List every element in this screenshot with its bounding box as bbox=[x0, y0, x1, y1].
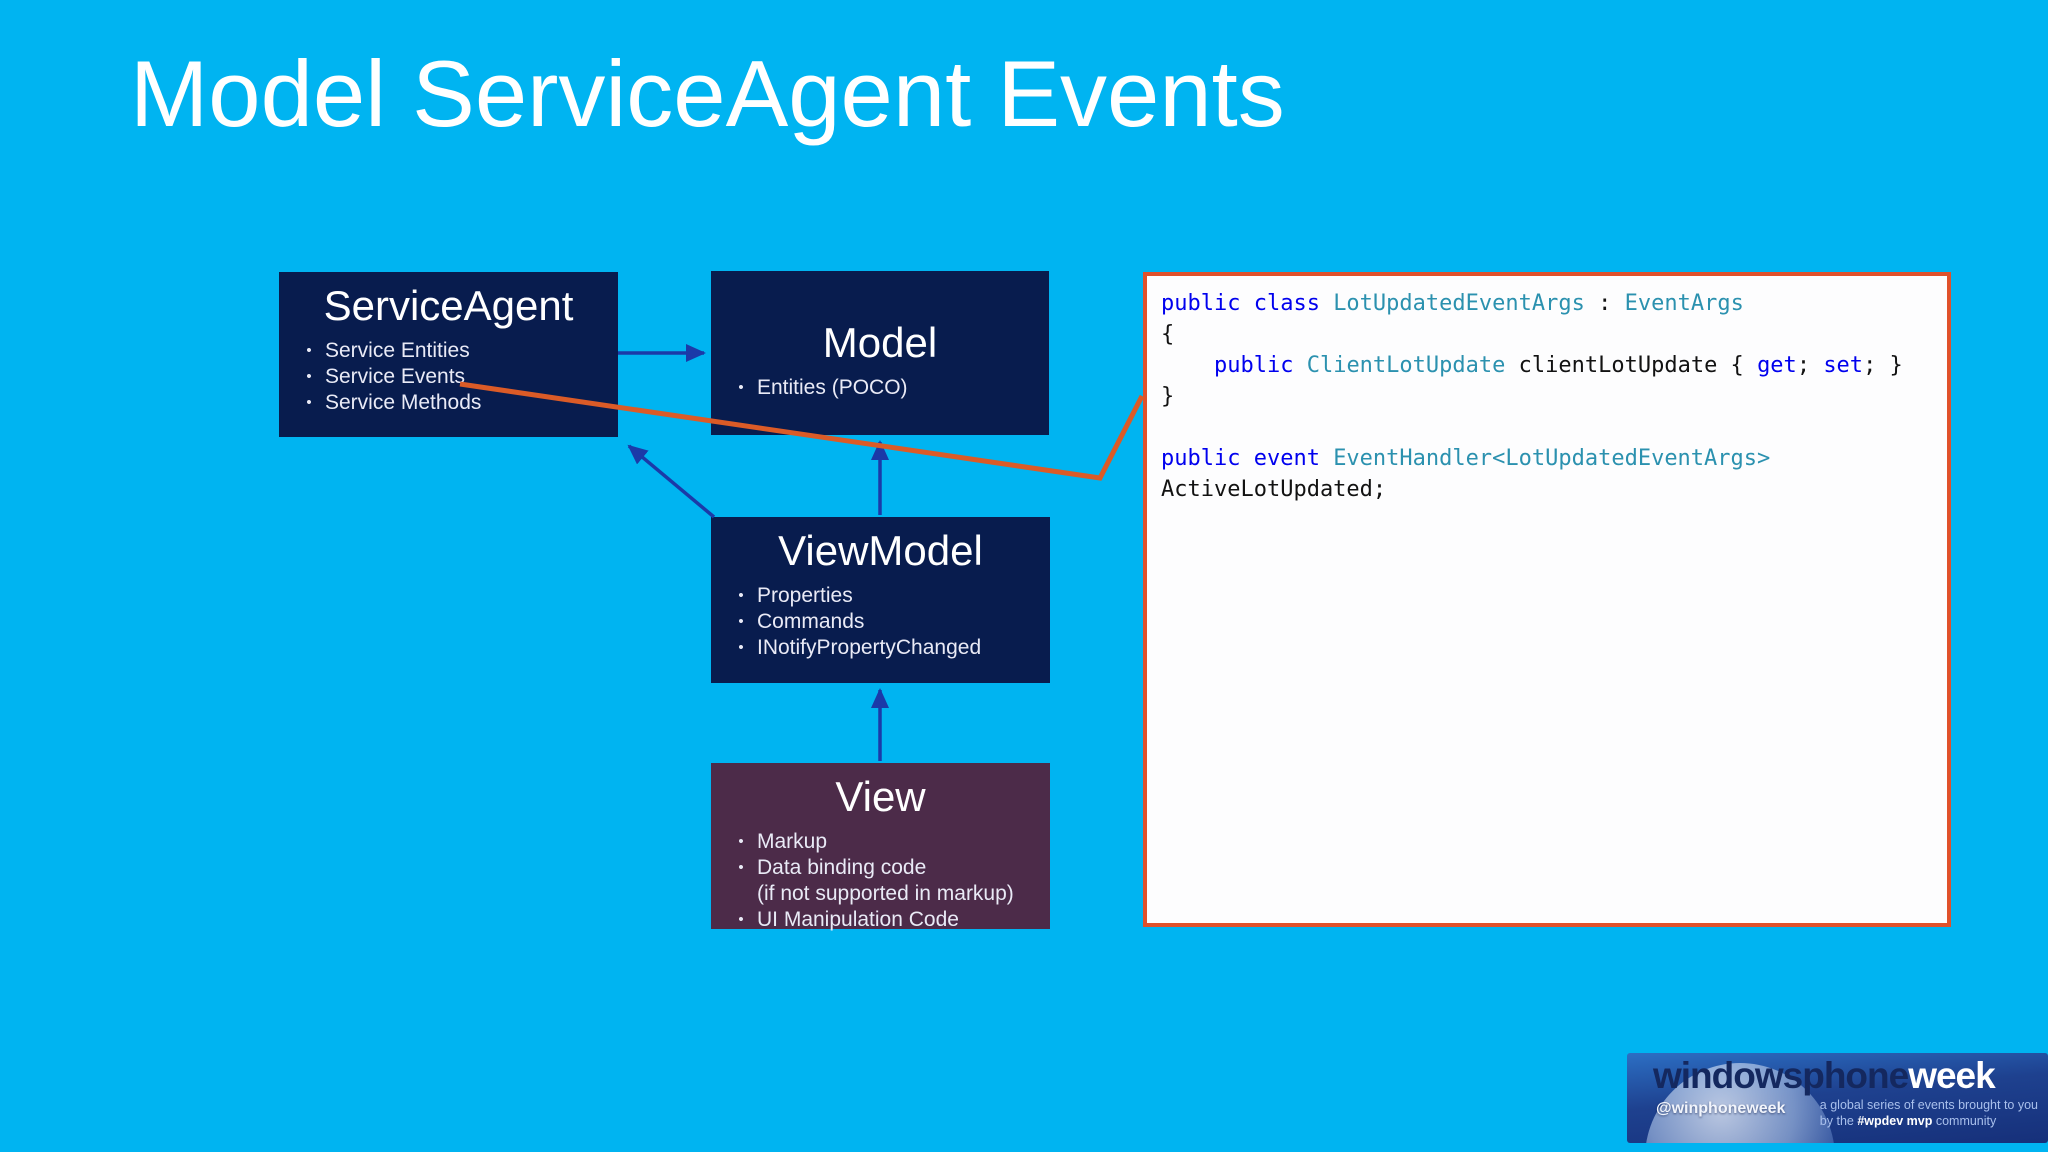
box-view: View • Markup • Data binding code (if not su… bbox=[711, 763, 1050, 931]
logo-tagline: a global series of events brought to you… bbox=[1820, 1097, 2038, 1129]
code-snippet: public class LotUpdatedEventArgs : Event… bbox=[1161, 288, 1933, 505]
bullet-text: (if not supported in markup) bbox=[757, 882, 1014, 905]
bullet-dot: • bbox=[738, 833, 744, 850]
code-line bbox=[1161, 412, 1933, 443]
logo-brand: windowsphoneweek bbox=[1653, 1055, 1996, 1097]
bullet-dot: • bbox=[738, 639, 744, 656]
bullet-text: Markup bbox=[757, 830, 828, 853]
bullet-item: • Service Methods bbox=[293, 390, 618, 416]
box-model-bullets: • Entities (POCO) bbox=[711, 375, 1049, 401]
code-line: public class LotUpdatedEventArgs : Event… bbox=[1161, 291, 1744, 316]
bullet-dot: • bbox=[738, 379, 744, 396]
bullet-item: • Entities (POCO) bbox=[725, 375, 1049, 401]
code-line: } bbox=[1161, 384, 1175, 409]
bullet-item: • Markup bbox=[725, 829, 1050, 855]
tagline-line2-suffix: community bbox=[1932, 1114, 1997, 1128]
box-serviceagent: ServiceAgent • Service Entities • Service E… bbox=[279, 272, 618, 437]
bullet-item: • Service Entities bbox=[293, 338, 618, 364]
windowsphoneweek-logo: windowsphoneweek @winphoneweek a global … bbox=[1627, 1053, 2048, 1143]
box-serviceagent-title: ServiceAgent bbox=[323, 282, 574, 329]
code-line: { bbox=[1161, 322, 1175, 347]
bullet-text: INotifyPropertyChanged bbox=[757, 636, 982, 659]
bullet-dot: • bbox=[738, 911, 744, 928]
bullet-text: Data binding code bbox=[757, 856, 927, 879]
box-view-bullets: • Markup • Data binding code (if not support… bbox=[711, 829, 1050, 933]
tagline-line2-prefix: by the bbox=[1819, 1114, 1858, 1128]
arrow-viewmodel-to-serviceagent bbox=[627, 444, 716, 519]
tagline-line2-bold: #wpdev mvp bbox=[1857, 1114, 1933, 1128]
code-line: ActiveLotUpdated; bbox=[1161, 477, 1387, 502]
code-panel: public class LotUpdatedEventArgs : Event… bbox=[1143, 272, 1951, 927]
bullet-text: Service Methods bbox=[325, 391, 482, 414]
box-serviceagent-bullets: • Service Entities • Service Events • Service… bbox=[279, 338, 618, 416]
tagline-line1: a global series of events brought to you bbox=[1819, 1098, 2038, 1112]
box-viewmodel-title: ViewModel bbox=[778, 527, 983, 574]
bullet-continuation: (if not supported in markup) bbox=[725, 881, 1050, 907]
bullet-item: • Data binding code bbox=[725, 855, 1050, 881]
bullet-text: Entities (POCO) bbox=[757, 376, 908, 399]
bullet-dot: • bbox=[738, 587, 744, 604]
code-line: public event EventHandler<LotUpdatedEven… bbox=[1161, 446, 1771, 471]
bullet-dot: • bbox=[306, 368, 312, 385]
bullet-item: • Service Events bbox=[293, 364, 618, 390]
code-line: public ClientLotUpdate clientLotUpdate {… bbox=[1213, 353, 1903, 378]
bullet-dot: • bbox=[306, 394, 312, 411]
box-viewmodel-bullets: • Properties • Commands • INotifyPropertyChan… bbox=[711, 583, 1050, 661]
bullet-text: Service Entities bbox=[325, 339, 470, 362]
bullet-dot: • bbox=[738, 613, 744, 630]
bullet-text: UI Manipulation Code bbox=[757, 908, 959, 931]
box-view-title: View bbox=[835, 773, 926, 820]
bullet-item: • Commands bbox=[725, 609, 1050, 635]
slide-title: Model ServiceAgent Events bbox=[130, 41, 1285, 146]
logo-brand-dark: windowsphone bbox=[1653, 1055, 1909, 1096]
bullet-dot: • bbox=[738, 859, 744, 876]
logo-brand-light: week bbox=[1908, 1055, 1996, 1096]
bullet-item: • UI Manipulation Code bbox=[725, 907, 1050, 933]
tagline-line2: by the #wpdev mvp community bbox=[1820, 1113, 2038, 1129]
bullet-item: • INotifyPropertyChanged bbox=[725, 635, 1050, 661]
bullet-dot: • bbox=[306, 342, 312, 359]
bullet-text: Commands bbox=[757, 610, 865, 633]
bullet-text: Service Events bbox=[325, 365, 466, 388]
box-model-title: Model bbox=[822, 319, 938, 366]
logo-twitter-handle: @winphoneweek bbox=[1656, 1100, 1786, 1117]
bullet-item: • Properties bbox=[725, 583, 1050, 609]
bullet-text: Properties bbox=[757, 584, 853, 607]
box-model: Model • Entities (POCO) bbox=[711, 271, 1049, 435]
box-viewmodel: ViewModel • Properties • Commands • INotifyPr… bbox=[711, 517, 1050, 683]
